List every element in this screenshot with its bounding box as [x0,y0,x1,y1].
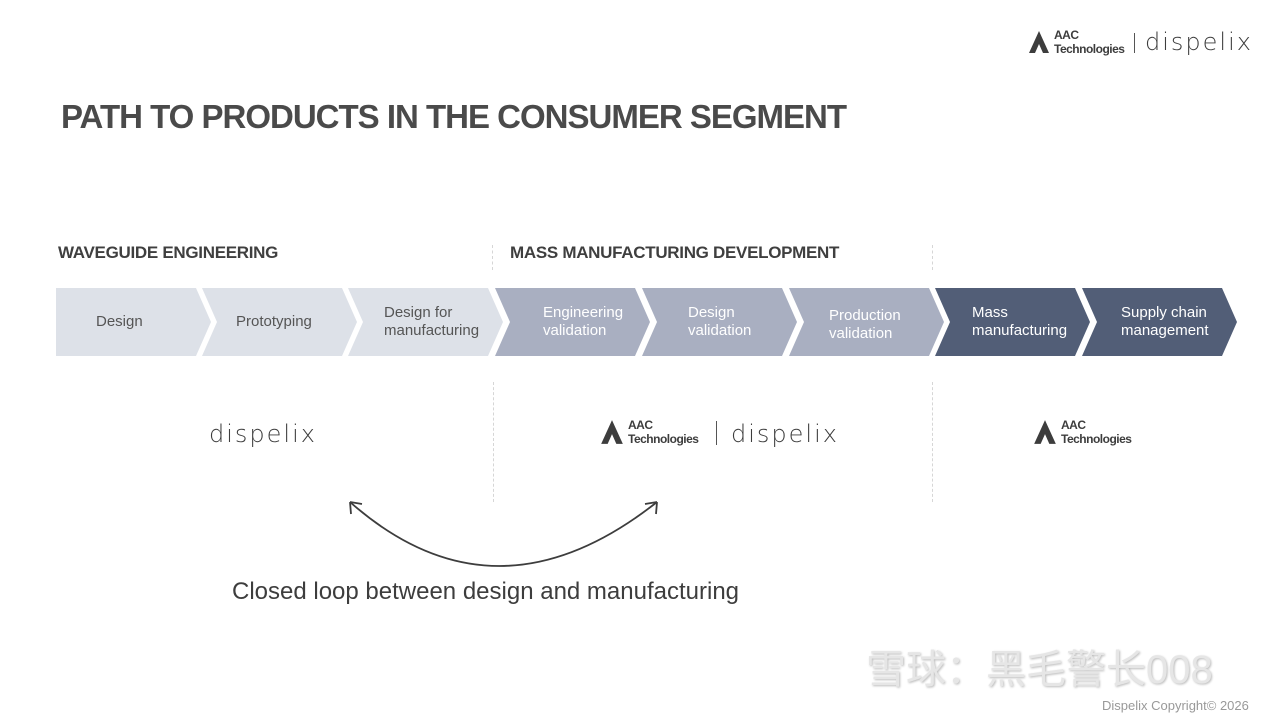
copyright: Dispelix Copyright© 2026 [1102,698,1249,713]
closed-loop-arrow [349,501,658,567]
step-design: Design [56,288,211,356]
divider [492,245,493,270]
dispelix-logo-left: dispelix [209,420,317,448]
step-design-for-manufacturing: Design for manufacturing [348,288,503,356]
aac-logo-icon [1029,31,1049,53]
logo-divider [716,421,717,445]
step-design-validation: Design validation [642,288,797,356]
divider [932,245,933,270]
step-production-validation: Production validation [789,288,944,356]
section-waveguide-engineering: WAVEGUIDE ENGINEERING [58,243,279,262]
page-title: PATH TO PRODUCTS IN THE CONSUMER SEGMENT [61,98,847,135]
step-engineering-validation: Engineering validation [495,288,650,356]
aac-logo-icon [1034,420,1056,444]
step-mass-manufacturing: Mass manufacturing [935,288,1090,356]
divider [493,382,494,502]
divider [932,382,933,502]
section-mass-manufacturing: MASS MANUFACTURING DEVELOPMENT [510,243,840,262]
aac-logo-right: AAC Technologies [1033,418,1139,446]
logo-divider [1134,33,1135,53]
dispelix-logo-middle: dispelix [731,420,839,448]
caption: Closed loop between design and manufactu… [232,578,740,605]
aac-logo-header: AAC Technologies [1028,28,1130,56]
aac-logo-middle: AAC Technologies [600,418,706,446]
watermark: 雪球：黑毛警长008 [866,648,1213,692]
step-supply-chain-management: Supply chain management [1082,288,1237,356]
step-prototyping: Prototyping [202,288,357,356]
aac-logo-icon [601,420,623,444]
dispelix-logo-header: dispelix [1145,28,1253,56]
